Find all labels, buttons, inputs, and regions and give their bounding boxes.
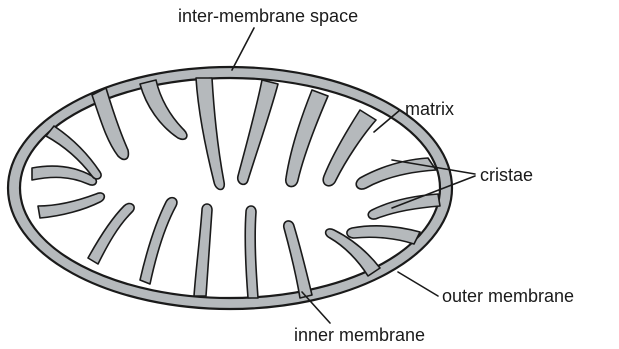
inner-membrane-label: inner membrane [294, 325, 425, 345]
outer-membrane-label: outer membrane [442, 286, 574, 306]
outer-membrane-leader [398, 272, 438, 296]
crista [245, 206, 258, 298]
intermembrane-space-leader [232, 28, 254, 70]
matrix-label: matrix [405, 99, 454, 119]
cristae-label: cristae [480, 165, 533, 185]
intermembrane-space-label: inter-membrane space [178, 6, 358, 26]
